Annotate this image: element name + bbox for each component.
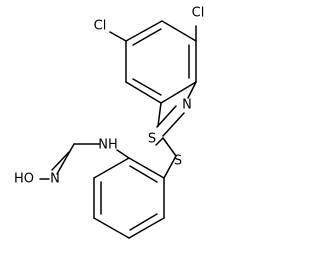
structure-diagram: Cl Cl N S S NH N HO (14, 6, 205, 239)
substituent-bonds (109, 25, 197, 179)
bond (129, 213, 158, 231)
bond (129, 165, 158, 183)
formamidoxime-chain (39, 143, 130, 180)
bridge-sulfur-label: S (174, 154, 182, 169)
benzothiazole-benzene-ring (125, 20, 197, 104)
ring-sulfur-label: S (148, 132, 156, 147)
hydroxyl-label: HO (14, 172, 34, 187)
bond (125, 20, 163, 42)
bond (51, 151, 70, 171)
thiazole-ring (156, 81, 197, 157)
bond (56, 143, 75, 175)
bond (132, 78, 162, 96)
bond (162, 137, 177, 157)
oxime-nitrogen-label: N (50, 172, 60, 187)
thiazole-nitrogen-label: N (182, 98, 192, 113)
chlorine-label-left: Cl (94, 19, 107, 34)
bond (125, 81, 162, 104)
bond (93, 157, 130, 179)
bond (156, 105, 177, 128)
bond (157, 102, 162, 127)
phenyl-ring (93, 157, 165, 239)
bond (187, 81, 197, 99)
amine-nh-label: NH (98, 138, 118, 153)
bond (93, 217, 130, 239)
bond (163, 155, 177, 179)
bond (128, 217, 165, 239)
bond (116, 149, 130, 159)
bond (160, 81, 197, 104)
bond (162, 112, 185, 137)
bond (155, 137, 164, 146)
chlorine-label-right: Cl (192, 6, 205, 21)
bond (132, 28, 162, 46)
bond (161, 20, 197, 42)
bond (109, 31, 127, 42)
bond (128, 157, 165, 179)
